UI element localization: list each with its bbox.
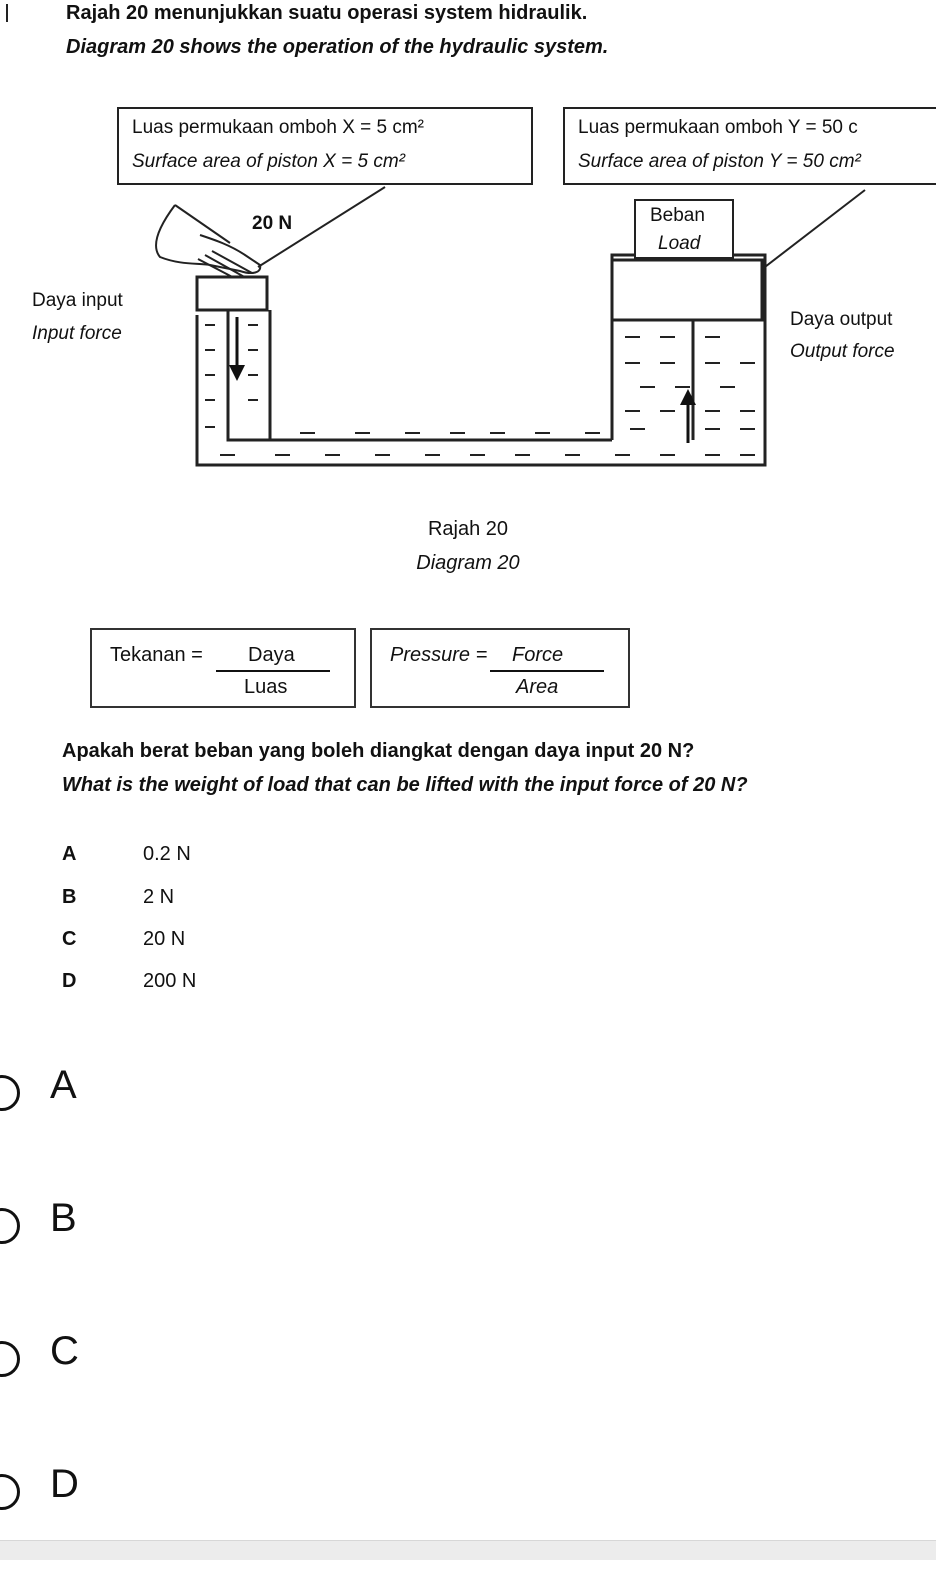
hydraulic-diagram: Luas permukaan omboh X = 5 cm² Surface a… <box>0 95 936 485</box>
option-value-a: 0.2 N <box>143 843 191 865</box>
piston-x-area-ms: Luas permukaan omboh X = 5 cm² <box>132 117 425 138</box>
bottom-bar <box>0 1540 936 1560</box>
answer-label-b: B <box>50 1196 77 1240</box>
output-force-label-en: Output force <box>790 341 895 362</box>
answer-label-c: C <box>50 1329 79 1373</box>
radio-button-icon[interactable] <box>0 1474 20 1510</box>
question-prompt-ms: Apakah berat beban yang boleh diangkat d… <box>62 740 695 762</box>
load-label-ms: Beban <box>650 205 705 226</box>
option-value-c: 20 N <box>143 928 186 950</box>
answer-choice-d[interactable]: D <box>0 1462 936 1572</box>
formula-en-denominator: Area <box>516 676 559 698</box>
question-prompt-en: What is the weight of load that can be l… <box>62 774 748 796</box>
formula-box-en: Pressure = Force Area <box>370 628 630 708</box>
formula-en-left: Pressure = <box>390 644 488 666</box>
option-letter-c: C <box>62 928 77 950</box>
piston-x-area-box <box>117 107 533 185</box>
hydraulic-system-drawing <box>155 186 866 467</box>
formula-ms-numerator: Daya <box>248 644 295 666</box>
answer-label-d: D <box>50 1462 79 1506</box>
fraction-bar <box>490 670 604 672</box>
formula-ms-left: Tekanan = <box>110 644 203 666</box>
formula-box-ms: Tekanan = Daya Luas <box>90 628 356 708</box>
diagram-caption-en: Diagram 20 <box>416 552 520 574</box>
option-letter-d: D <box>62 970 77 992</box>
radio-button-icon[interactable] <box>0 1075 20 1111</box>
output-force-label-ms: Daya output <box>790 309 893 330</box>
question-title-en: Diagram 20 shows the operation of the hy… <box>66 36 609 58</box>
option-letter-a: A <box>62 843 77 865</box>
question-title-ms: Rajah 20 menunjukkan suatu operasi syste… <box>66 2 588 24</box>
piston-y-area-en: Surface area of piston Y = 50 cm² <box>578 151 861 172</box>
piston-y-area-box <box>563 107 936 185</box>
load-label-en: Load <box>658 233 701 254</box>
question-number-stub <box>0 4 8 22</box>
formula-ms-denominator: Luas <box>244 676 288 698</box>
answer-label-a: A <box>50 1063 77 1107</box>
piston-x-area-en: Surface area of piston X = 5 cm² <box>132 151 405 172</box>
option-value-b: 2 N <box>143 886 175 908</box>
formula-en-numerator: Force <box>512 644 564 666</box>
input-force-value: 20 N <box>252 213 293 234</box>
option-value-d: 200 N <box>143 970 197 992</box>
answer-choice-c[interactable]: C <box>0 1329 936 1439</box>
piston-y-area-ms: Luas permukaan omboh Y = 50 c <box>578 117 858 138</box>
diagram-caption-ms: Rajah 20 <box>427 518 509 540</box>
answer-choice-a[interactable]: A <box>0 1063 936 1173</box>
radio-button-icon[interactable] <box>0 1208 20 1244</box>
option-letter-b: B <box>62 886 77 908</box>
radio-button-icon[interactable] <box>0 1341 20 1377</box>
input-force-label-ms: Daya input <box>32 290 123 311</box>
fraction-bar <box>216 670 330 672</box>
answer-choice-b[interactable]: B <box>0 1196 936 1306</box>
input-force-label-en: Input force <box>32 323 122 344</box>
